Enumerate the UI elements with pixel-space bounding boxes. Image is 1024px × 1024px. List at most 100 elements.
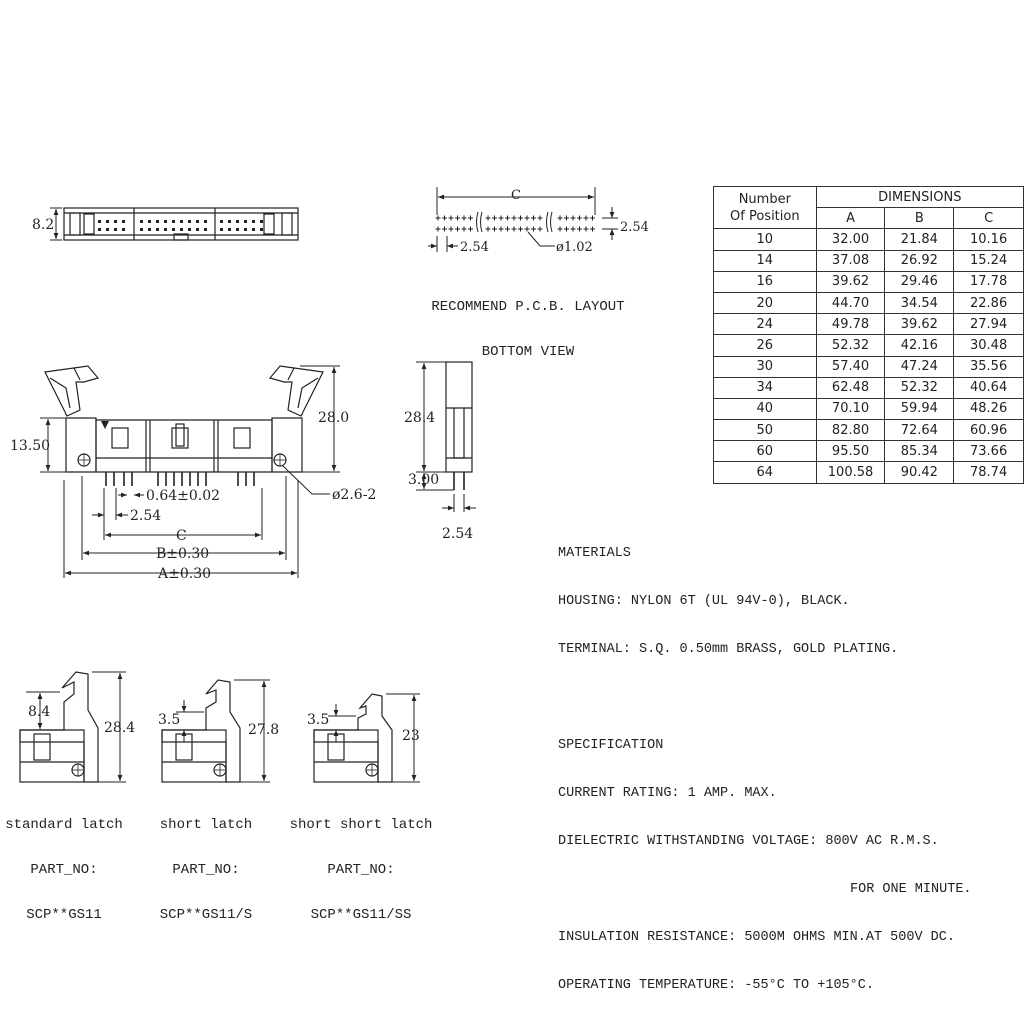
top-view-pin [98, 228, 101, 231]
front-dim-b: B±0.30 [156, 546, 209, 562]
top-view-pin [220, 228, 223, 231]
top-view-pin [260, 228, 263, 231]
table-header-c: C [953, 207, 1024, 230]
top-view [50, 207, 299, 241]
pcb-hole-marker [461, 226, 467, 232]
table-cell-dimension: 52.32 [884, 376, 955, 399]
pcb-hole-marker [577, 226, 582, 232]
pcb-hole-marker [485, 215, 491, 221]
table-cell-dimension: 57.40 [815, 355, 886, 378]
table-cell-positions: 34 [713, 376, 817, 399]
pcb-layout [428, 187, 618, 252]
side-dim-pitch: 2.54 [442, 526, 473, 542]
front-view-dimensions [40, 365, 340, 578]
top-view-pin [172, 228, 175, 231]
top-view-pin [188, 220, 191, 223]
table-cell-dimension: 60.96 [953, 419, 1024, 442]
table-cell-dimension: 44.70 [815, 291, 886, 315]
pcb-hole-marker [468, 215, 473, 221]
table-cell-dimension: 34.54 [884, 291, 955, 315]
side-dim-pin-len: 3.00 [408, 472, 439, 488]
spec-dielectric: DIELECTRIC WITHSTANDING VOLTAGE: 800V AC… [558, 834, 939, 849]
spec-insulation: INSULATION RESISTANCE: 5000M OHMS MIN.AT… [558, 930, 955, 945]
pcb-dim-pitch-x: 2.54 [460, 240, 489, 255]
table-cell-dimension: 72.64 [884, 419, 955, 442]
top-view-pin [180, 220, 183, 223]
pcb-hole-marker [531, 226, 536, 232]
front-dim-pin: 0.64±0.02 [146, 488, 220, 504]
table-cell-positions: 16 [713, 270, 817, 293]
pcb-hole-marker [492, 226, 497, 232]
top-view-pin [260, 220, 263, 223]
top-view-pin [172, 220, 175, 223]
table-header-dimensions: DIMENSIONS [815, 185, 1024, 209]
pcb-hole-marker [485, 226, 491, 232]
pcb-dim-c: C [511, 188, 521, 203]
materials-terminal: TERMINAL: S.Q. 0.50mm BRASS, GOLD PLATIN… [558, 642, 899, 657]
variant-short-part-label: PART_NO: [172, 862, 240, 878]
pcb-hole-marker [448, 226, 454, 232]
pcb-caption: RECOMMEND P.C.B. LAYOUT BOTTOM VIEW [408, 270, 648, 375]
variant-short-short-latch [313, 693, 420, 783]
pcb-hole-marker [498, 226, 504, 232]
top-view-pin [148, 220, 151, 223]
pcb-hole-marker [583, 226, 589, 232]
top-view-pin [140, 228, 143, 231]
pcb-hole-marker [557, 226, 563, 232]
pcb-hole-marker [518, 215, 523, 221]
side-view [445, 361, 473, 490]
table-cell-dimension: 85.34 [884, 440, 955, 463]
spec-temperature: OPERATING TEMPERATURE: -55°C TO +105°C. [558, 978, 874, 993]
table-cell-dimension: 95.50 [815, 440, 886, 463]
table-cell-dimension: 52.32 [815, 334, 886, 357]
top-view-pin [156, 228, 159, 231]
pcb-hole-marker [524, 215, 530, 221]
pcb-hole-marker [511, 215, 517, 221]
pcb-hole-marker [537, 215, 543, 221]
variant-short-caption: short latch PART_NO: SCP**GS11/S [146, 788, 266, 938]
table-cell-dimension: 100.58 [815, 461, 886, 484]
front-dim-hole: ø2.6-2 [332, 487, 376, 503]
table-cell-positions: 26 [713, 334, 817, 357]
pcb-hole-marker [442, 226, 447, 232]
top-view-pin [252, 228, 255, 231]
table-cell-dimension: 42.16 [884, 334, 955, 357]
table-header-number-line1: Number [738, 191, 791, 207]
variant-standard-dim-height: 28.4 [104, 720, 135, 736]
variant-short-short-dim-latch: 3.5 [307, 712, 329, 728]
variant-short-latch [161, 679, 270, 783]
table-cell-dimension: 78.74 [953, 461, 1024, 484]
pcb-hole-marker [505, 215, 510, 221]
table-header-number-line2: Of Position [730, 208, 800, 224]
top-view-pin [244, 228, 247, 231]
pcb-hole-marker [511, 226, 517, 232]
top-view-pin [98, 220, 101, 223]
table-cell-positions: 10 [713, 228, 817, 251]
top-view-pin [106, 228, 109, 231]
pcb-hole-marker [564, 215, 569, 221]
pcb-hole-marker [583, 215, 589, 221]
table-cell-positions: 14 [713, 249, 817, 272]
top-view-pin [114, 220, 117, 223]
pcb-caption-line1: RECOMMEND P.C.B. LAYOUT [431, 299, 625, 315]
variant-short-short-caption: short short latch PART_NO: SCP**GS11/SS [282, 788, 440, 938]
table-header-a: A [815, 207, 886, 230]
pcb-dim-pitch-y: 2.54 [620, 220, 649, 235]
top-view-pin [196, 228, 199, 231]
table-cell-dimension: 48.26 [953, 397, 1024, 421]
table-cell-dimension: 37.08 [815, 249, 886, 272]
table-cell-positions: 24 [713, 313, 817, 336]
top-view-pin [122, 220, 125, 223]
table-header-number: Number Of Position [713, 185, 817, 230]
